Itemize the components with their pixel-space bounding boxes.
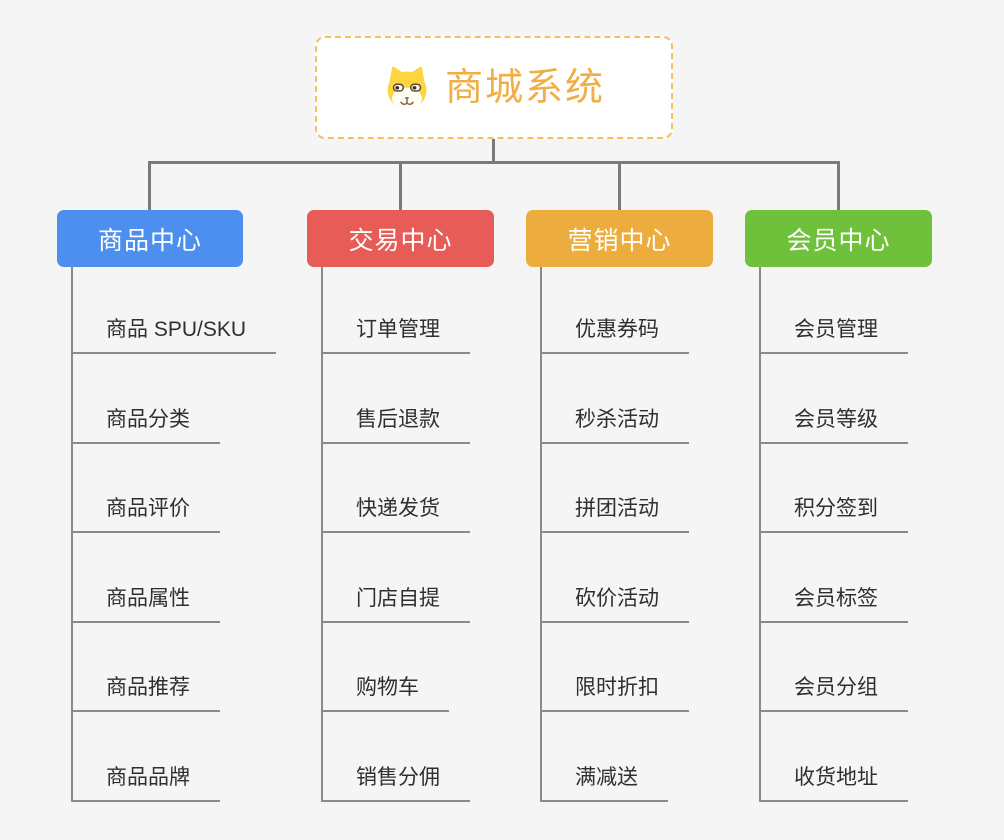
leaf-node[interactable]: 秒杀活动	[542, 354, 689, 444]
branch-children-column-marketing: 优惠券码 秒杀活动 拼团活动 砍价活动 限时折扣 满减送	[540, 267, 689, 802]
leaf-node[interactable]: 订单管理	[323, 267, 470, 354]
leaf-node[interactable]: 限时折扣	[542, 623, 689, 712]
branch-drop-line	[148, 161, 151, 210]
branch-bus-line	[149, 161, 840, 164]
leaf-node[interactable]: 商品品牌	[73, 712, 220, 802]
root-node-title: 商城系统	[444, 66, 605, 109]
branch-node-member-center[interactable]: 会员中心	[745, 210, 932, 267]
dog-face-icon	[387, 66, 427, 109]
leaf-node[interactable]: 商品评价	[73, 444, 220, 533]
branch-node-trade-center[interactable]: 交易中心	[307, 210, 494, 267]
leaf-node[interactable]: 会员等级	[761, 354, 908, 444]
leaf-node[interactable]: 快递发货	[323, 444, 470, 533]
leaf-node[interactable]: 优惠券码	[542, 267, 689, 354]
leaf-node[interactable]: 砍价活动	[542, 533, 689, 623]
leaf-node[interactable]: 商品分类	[73, 354, 220, 444]
leaf-node[interactable]: 会员管理	[761, 267, 908, 354]
branch-label: 交易中心	[348, 226, 453, 255]
root-connector-stub	[492, 137, 495, 164]
branch-drop-line	[618, 161, 621, 210]
leaf-node[interactable]: 商品推荐	[73, 623, 220, 712]
branch-drop-line	[399, 161, 402, 210]
branch-label: 营销中心	[567, 226, 672, 255]
branch-children-column-trade: 订单管理 售后退款 快递发货 门店自提 购物车 销售分佣	[321, 267, 470, 802]
branch-children-column-member: 会员管理 会员等级 积分签到 会员标签 会员分组 收货地址	[759, 267, 908, 802]
branch-node-product-center[interactable]: 商品中心	[57, 210, 243, 267]
branch-label: 会员中心	[786, 226, 891, 255]
leaf-node[interactable]: 积分签到	[761, 444, 908, 533]
leaf-node[interactable]: 满减送	[542, 712, 668, 802]
branch-node-marketing-center[interactable]: 营销中心	[526, 210, 713, 267]
branch-drop-line	[837, 161, 840, 210]
leaf-node[interactable]: 售后退款	[323, 354, 470, 444]
branch-children-column-product: 商品 SPU/SKU 商品分类 商品评价 商品属性 商品推荐 商品品牌	[71, 267, 277, 802]
leaf-node[interactable]: 商品属性	[73, 533, 220, 623]
leaf-node[interactable]: 会员分组	[761, 623, 908, 712]
leaf-node[interactable]: 购物车	[323, 623, 449, 712]
root-node-mall-system[interactable]: 商城系统	[315, 36, 673, 139]
leaf-node[interactable]: 商品 SPU/SKU	[73, 267, 277, 354]
leaf-node[interactable]: 销售分佣	[323, 712, 470, 802]
leaf-node[interactable]: 会员标签	[761, 533, 908, 623]
leaf-node[interactable]: 拼团活动	[542, 444, 689, 533]
branch-label: 商品中心	[97, 226, 202, 255]
leaf-node[interactable]: 门店自提	[323, 533, 470, 623]
leaf-node[interactable]: 收货地址	[761, 712, 908, 802]
